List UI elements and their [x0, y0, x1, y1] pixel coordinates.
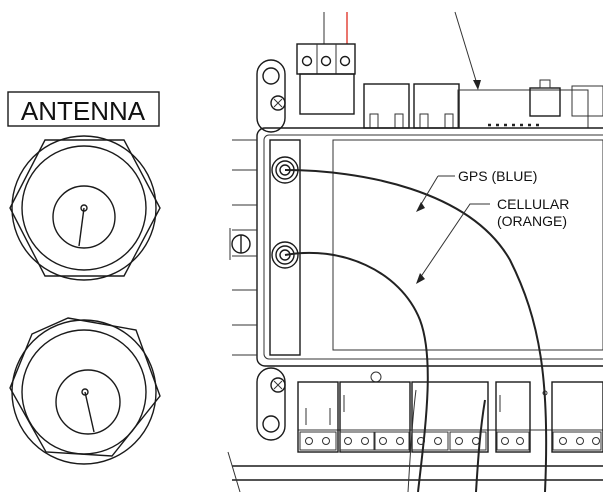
controller-module — [227, 11, 603, 492]
antenna-jacks — [269, 139, 301, 356]
module-housing — [256, 127, 603, 367]
antenna-label-box — [7, 91, 160, 127]
antenna-label: ANTENNA — [21, 96, 146, 126]
top-connectors — [363, 79, 603, 129]
top-terminal-block — [296, 43, 356, 115]
antenna-connector-top — [9, 135, 161, 281]
antenna-section: ANTENNA — [7, 91, 161, 465]
cellular-label-line2: (ORANGE) — [497, 213, 567, 229]
gps-label: GPS (BLUE) — [458, 168, 537, 184]
cellular-cable — [284, 251, 429, 492]
antenna-connector-bottom — [9, 317, 161, 465]
bottom-terminal-blocks — [297, 371, 603, 453]
mounting-tabs — [256, 59, 286, 441]
gps-leader — [419, 175, 439, 207]
cellular-leader — [419, 203, 490, 279]
left-ribs — [229, 139, 257, 356]
label-window — [332, 139, 603, 351]
gps-cable — [284, 169, 548, 492]
cellular-label-line1: CELLULAR — [497, 196, 569, 212]
